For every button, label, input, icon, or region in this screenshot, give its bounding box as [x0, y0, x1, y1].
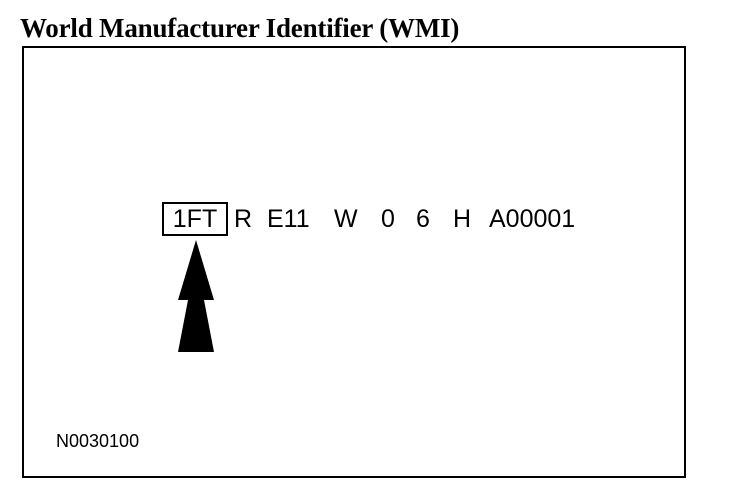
- vin-segment: W: [334, 205, 358, 233]
- vin-segment: A00001: [489, 205, 576, 233]
- arrow-up-icon: [178, 240, 214, 352]
- page-title: World Manufacturer Identifier (WMI): [20, 13, 460, 43]
- vin-segment: 6: [416, 205, 430, 233]
- vin-segment: H: [453, 205, 472, 233]
- figure-id: N0030100: [56, 431, 140, 451]
- vin-segment: R: [234, 205, 253, 233]
- diagram-frame: [22, 46, 686, 478]
- vin-segment: 0: [381, 205, 395, 233]
- vin-segment: E11: [267, 205, 310, 233]
- wmi-highlight-box: 1FT: [162, 202, 228, 236]
